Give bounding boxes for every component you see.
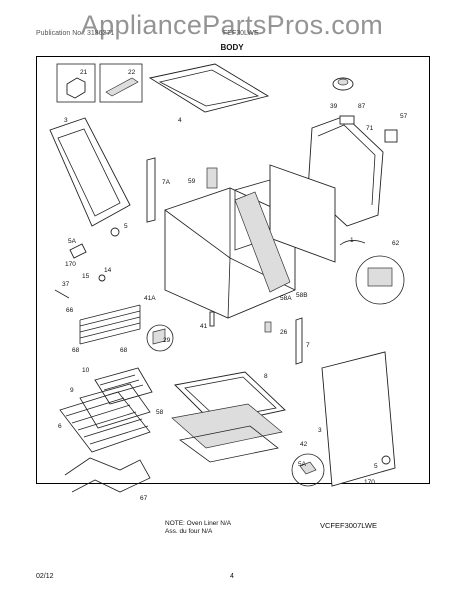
callout-8: 8 [264,373,268,380]
part-5-left [110,227,120,237]
model-header: FEF30LWE [223,30,259,37]
watermark: AppliancePartsPros.com [80,10,384,40]
callout-87: 87 [358,103,366,110]
callout-3-side: 3 [318,427,322,434]
callout-37: 37 [62,281,70,288]
bottom-insulation [171,403,283,449]
callout-39: 39 [330,103,338,110]
part-39 [332,77,354,91]
print-date: 02/12 [36,573,54,580]
callout-9: 9 [70,387,74,394]
part-14 [98,274,106,282]
callout-22: 22 [128,69,136,76]
side-panel [321,351,396,487]
callout-68-left: 68 [72,347,80,354]
part-5A-left [69,243,87,259]
broil-element [64,457,151,493]
callout-57: 57 [400,113,408,120]
part-42 [179,425,279,463]
callout-68-right: 68 [120,347,128,354]
page-number: 4 [230,573,234,580]
bake-element [79,304,141,345]
callout-5A-left: 5A [68,238,77,245]
part-59 [206,167,218,189]
part-7 [295,317,303,365]
broil-pan [79,383,151,429]
part-57 [384,129,398,143]
callout-41: 41 [200,323,208,330]
callout-10: 10 [82,367,90,374]
callout-1: 1 [350,237,354,244]
callout-170-left: 170 [65,261,76,268]
part-5A-right-circle [291,453,325,487]
callout-5-left: 5 [124,223,128,230]
publication-number: Publication No.: 3186271 [36,30,115,37]
part-29-circle [146,324,174,352]
part-1-wire [339,240,366,246]
callout-21: 21 [80,69,88,76]
part-22-box [99,63,143,103]
section-title: BODY [220,43,244,52]
callout-58A: 58A [280,295,292,302]
callout-59: 59 [188,178,196,185]
callout-26: 26 [280,329,288,336]
part-41 [209,311,215,327]
door-frame-left [49,117,131,227]
callout-170-right: 170 [364,479,375,486]
part-37 [54,289,70,299]
oven-body [164,164,336,319]
diagram-frame [36,56,430,484]
callout-5A-right: 5A [298,461,307,468]
callout-71: 71 [366,125,374,132]
callout-15: 15 [82,273,90,280]
callout-41A: 41A [144,295,156,302]
part-5-right [381,455,391,465]
note: NOTE: Oven Liner N/A Ass. du four N/A [165,520,231,536]
part-26 [264,321,272,333]
callout-5-right: 5 [374,463,378,470]
callout-6: 6 [58,423,62,430]
model-code: VCFEF3007LWE [320,521,377,530]
part-21-box [56,63,96,103]
callout-7: 7 [306,342,310,349]
callout-62: 62 [392,240,400,247]
callout-67: 67 [140,495,148,502]
callout-4: 4 [178,117,182,124]
callout-29: 29 [163,337,171,344]
callout-3-door: 3 [64,117,68,124]
insulation [234,191,291,293]
callout-42: 42 [300,441,308,448]
callout-58B: 58B [296,292,308,299]
callout-14: 14 [104,267,112,274]
part-7A [146,157,156,223]
callout-7A: 7A [162,179,171,186]
note-line-2: Ass. du four N/A [165,528,213,535]
callout-66: 66 [66,307,74,314]
oven-rack [59,391,151,453]
part-62-circle [355,255,405,305]
note-line-1: NOTE: Oven Liner N/A [165,520,232,527]
top-panel [148,63,270,113]
part-87 [339,115,355,125]
callout-58: 58 [156,409,164,416]
